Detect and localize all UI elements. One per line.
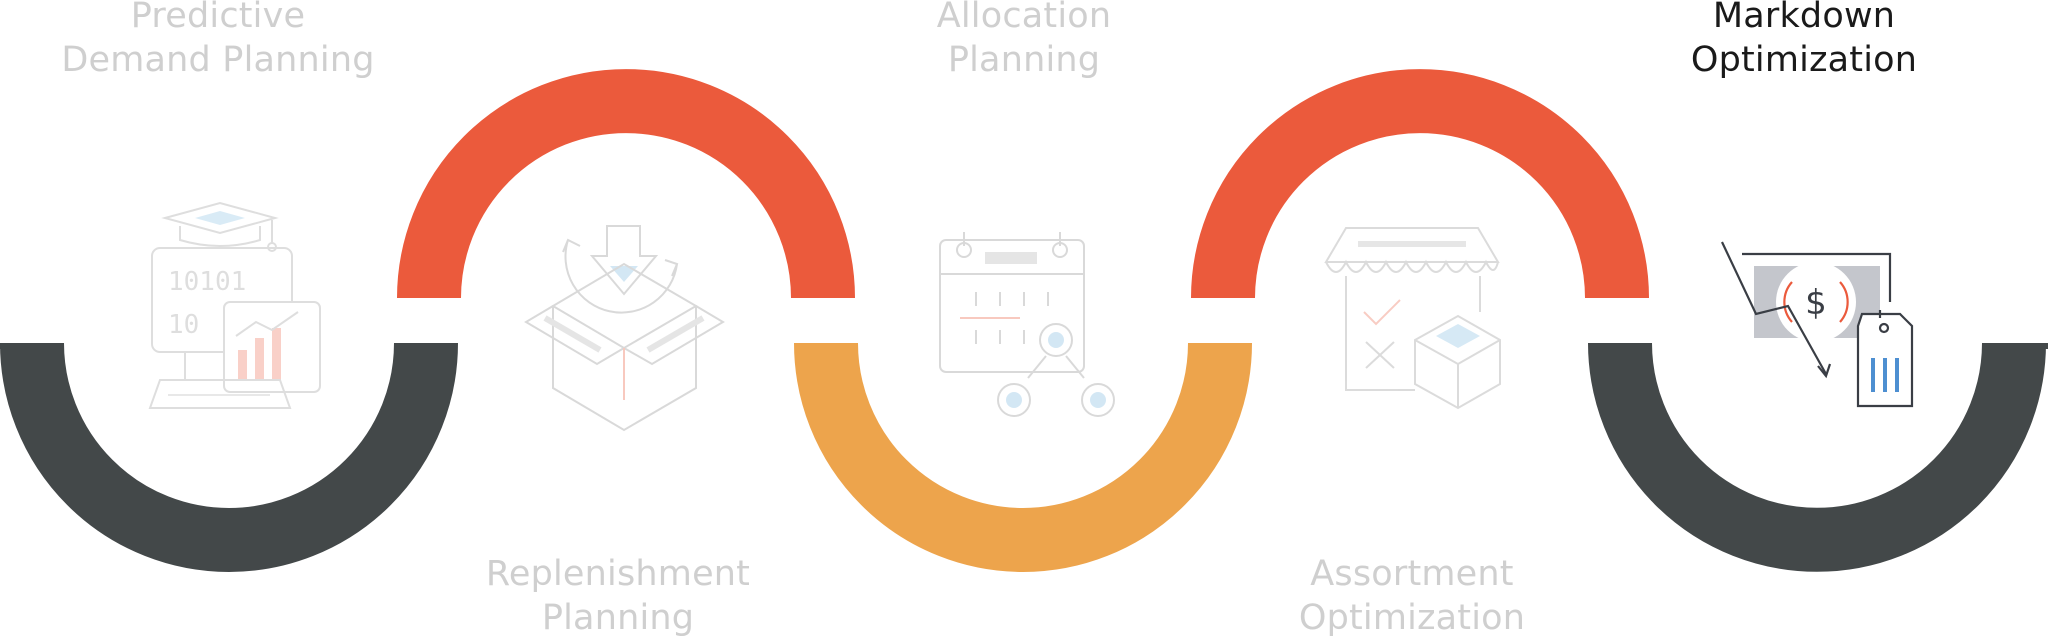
step-label-line2: Demand Planning (61, 40, 375, 80)
step-label-line1: Assortment (1310, 554, 1514, 594)
tail-left (0, 343, 64, 349)
svg-text:10101: 10101 (168, 267, 246, 297)
arc-bottom-3 (794, 342, 1252, 572)
step-label-line2: Optimization (1690, 40, 1918, 80)
tail-right (1984, 343, 2048, 349)
arc-bottom-5 (1588, 342, 2046, 572)
step-label-line2: Planning (947, 40, 1101, 80)
svg-text:10: 10 (168, 310, 199, 340)
step-label-replenishment-planning: Replenishment Planning (438, 552, 798, 640)
step-label-line1: Markdown (1712, 0, 1896, 36)
step-label-line1: Replenishment (485, 554, 751, 594)
arc-bottom-1 (0, 342, 458, 572)
svg-text:$: $ (1805, 283, 1827, 323)
arc-top-4 (1191, 69, 1649, 299)
price-tag-markdown-icon: $ (1721, 241, 1914, 408)
step-label-line1: Allocation (936, 0, 1112, 36)
step-label-line2: Planning (541, 598, 695, 638)
storefront-assortment-icon (1324, 227, 1501, 410)
wave-tails (0, 343, 2048, 349)
step-label-assortment-optimization: Assortment Optimization (1232, 552, 1592, 640)
step-label-markdown-optimization: Markdown Optimization (1624, 0, 1984, 82)
step-label-line1: Predictive (130, 0, 306, 36)
step-label-allocation-planning: Allocation Planning (844, 0, 1204, 82)
step-label-line2: Optimization (1298, 598, 1526, 638)
inbound-box-icon (524, 225, 725, 432)
calendar-network-icon (939, 232, 1115, 417)
arc-top-2 (397, 69, 855, 299)
graduation-cap-data-icon: 10101 10 (148, 201, 321, 409)
wave-arcs (0, 69, 2046, 572)
step-label-predictive-demand-planning: Predictive Demand Planning (38, 0, 398, 82)
